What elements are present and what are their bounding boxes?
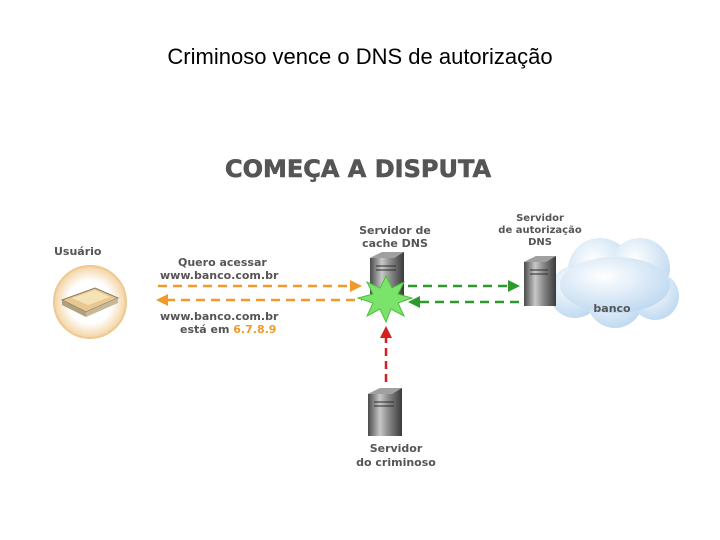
- request-arrow: [158, 280, 362, 292]
- response-arrow: [156, 294, 362, 306]
- response-ip: 6.7.8.9: [233, 323, 276, 336]
- auth-server-label-3: DNS: [528, 237, 552, 248]
- slide-title: Criminoso vence o DNS de autorização: [167, 44, 553, 69]
- criminal-to-cache-arrow: [380, 326, 392, 382]
- collision-burst-icon: [356, 274, 414, 324]
- response-line-1: www.banco.com.br: [160, 310, 279, 323]
- response-prefix: está em: [180, 323, 233, 336]
- cache-server-label-2: cache DNS: [362, 237, 428, 250]
- user-laptop-icon: [53, 265, 127, 339]
- auth-server-label-1: Servidor: [516, 213, 564, 224]
- request-line-1: Quero acessar: [178, 256, 267, 269]
- user-label: Usuário: [54, 245, 102, 258]
- criminal-server-label-2: do criminoso: [356, 456, 436, 469]
- bank-label: banco: [593, 302, 631, 315]
- criminal-server-icon: [368, 388, 402, 436]
- bank-cloud-icon: [549, 238, 679, 328]
- auth-server-icon: [524, 256, 556, 306]
- response-line-2: está em 6.7.8.9: [180, 323, 276, 336]
- auth-server-label-2: de autorização: [498, 225, 582, 236]
- cache-server-label-1: Servidor de: [359, 224, 431, 237]
- request-line-2: www.banco.com.br: [160, 269, 279, 282]
- cache-to-auth-arrow: [408, 280, 520, 292]
- diagram-heading: COMEÇA A DISPUTA: [225, 155, 491, 183]
- auth-to-cache-arrow: [408, 296, 520, 308]
- criminal-server-label-1: Servidor: [370, 442, 423, 455]
